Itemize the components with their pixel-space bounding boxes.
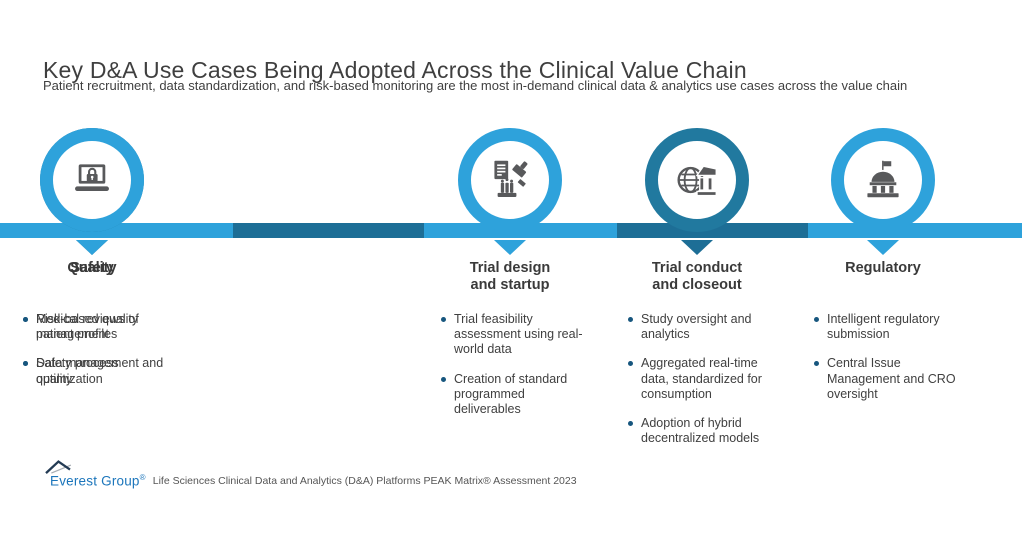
band-segment-trial-conduct [233, 223, 424, 238]
bullet-item: Intelligent regulatory submission [813, 312, 963, 342]
stage-pin-circle [645, 128, 749, 232]
mountain-peak-icon [45, 460, 72, 474]
stage-pin-circle [831, 128, 935, 232]
stage-trial-conduct: Trial conduct and closeout Study oversig… [605, 128, 789, 508]
registered-mark: ® [139, 473, 146, 482]
footer: Everest Group® Life Sciences Clinical Da… [45, 458, 577, 489]
stage-trial-design: Trial design and startup Trial feasibili… [418, 128, 602, 508]
bullet-item: Safety process optimization [22, 356, 172, 386]
stage-pin-tip [494, 240, 526, 255]
stage-label: Trial design and startup [469, 260, 551, 293]
bullet-item: Adoption of hybrid decentralized models [627, 416, 777, 446]
stage-pin-circle [458, 128, 562, 232]
government-building-icon [861, 158, 905, 202]
stage-pin-tip [76, 240, 108, 255]
bullet-item: Central Issue Management and CRO oversig… [813, 356, 963, 402]
stage-bullet-list: Medical reviews of patient profiles Safe… [22, 312, 172, 401]
lab-report-stamp-icon [488, 158, 532, 202]
stage-pin-tip [867, 240, 899, 255]
page-title: Key D&A Use Cases Being Adopted Across t… [43, 57, 747, 84]
source-attribution: Life Sciences Clinical Data and Analytic… [152, 474, 577, 487]
brand-name: Everest Group® [50, 473, 146, 489]
stage-label: Trial conduct and closeout [651, 260, 743, 293]
stage-label: Safety [70, 260, 114, 276]
stage-pin-circle [40, 128, 144, 232]
stage-label: Regulatory [845, 260, 921, 276]
page-subtitle: Patient recruitment, data standardizatio… [43, 78, 908, 93]
globe-institution-icon [675, 158, 719, 202]
stage-regulatory: Regulatory Intelligent regulatory submis… [791, 128, 975, 508]
stage-bullet-list: Trial feasibility assessment using real-… [440, 312, 590, 431]
bullet-item: Creation of standard programmed delivera… [440, 372, 590, 418]
stage-bullet-list: Intelligent regulatory submission Centra… [813, 312, 963, 416]
brand-text: Everest Group [50, 473, 140, 489]
bullet-item: Study oversight and analytics [627, 312, 777, 342]
bullet-item: Trial feasibility assessment using real-… [440, 312, 590, 358]
bullet-item: Medical reviews of patient profiles [22, 312, 172, 342]
bullet-item: Aggregated real-time data, standardized … [627, 356, 777, 402]
bullet-item: Risk-based quality management [22, 312, 172, 342]
laptop-lock-icon [70, 158, 114, 202]
band-segment-quality [617, 223, 808, 238]
stage-label: Quality [67, 260, 117, 276]
stage-bullet-list: Study oversight and analytics Aggregated… [627, 312, 777, 460]
stage-safety: Safety Medical reviews of patient profil… [0, 128, 184, 508]
everest-group-logo: Everest Group® [45, 458, 146, 489]
band-segment-trial-design [0, 223, 233, 238]
stage-pin-tip [681, 240, 713, 255]
